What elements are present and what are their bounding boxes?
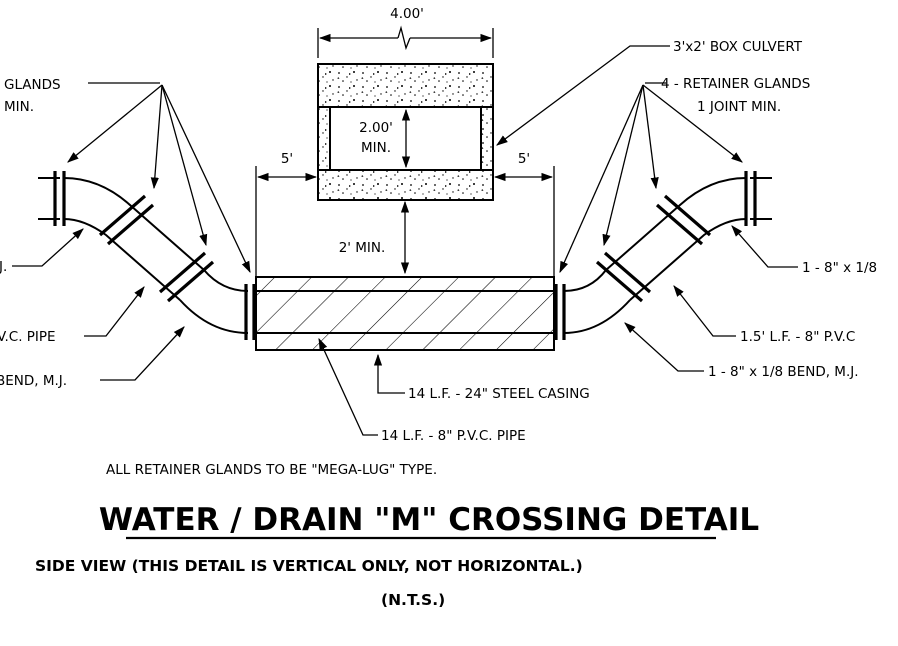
culvert-width-dimension [317, 25, 494, 58]
right-bend-lower-callout: 1 - 8" x 1/8 BEND, M.J. [708, 364, 859, 380]
retainer-note: ALL RETAINER GLANDS TO BE "MEGA-LUG" TYP… [106, 462, 437, 478]
pvc-pipe [38, 171, 772, 340]
right-clearance-dimension [493, 166, 555, 276]
scale-note: (N.T.S.) [381, 591, 445, 609]
pvc-pipe-callout: 14 L.F. - 8" P.V.C. PIPE [381, 428, 526, 444]
glands-callout-left-1: GLANDS [4, 77, 61, 93]
steel-casing-callout: 14 L.F. - 24" STEEL CASING [408, 386, 590, 402]
right-pvc-callout: 1.5' L.F. - 8" P.V.C [740, 329, 855, 345]
box-culvert-callout: 3'x2' BOX CULVERT [673, 39, 803, 55]
left-clearance-dimension [255, 166, 318, 276]
culvert-height-label: 2.00' [359, 120, 393, 136]
steel-casing [255, 276, 555, 351]
retainer-glands-callout-1: 4 - RETAINER GLANDS [661, 76, 810, 92]
left-bend-mj-callout: J. [0, 259, 7, 275]
culvert-height-note: MIN. [361, 140, 391, 156]
right-bend-upper-callout: 1 - 8" x 1/8 [802, 260, 877, 276]
retainer-glands-callout-2: 1 JOINT MIN. [697, 99, 781, 115]
culvert-width-label: 4.00' [390, 6, 424, 22]
glands-callout-left-2: MIN. [4, 99, 34, 115]
detail-subtitle: SIDE VIEW (THIS DETAIL IS VERTICAL ONLY,… [35, 557, 583, 575]
left-bend-lower-callout: BEND, M.J. [0, 373, 67, 389]
left-clearance-label: 5' [281, 151, 293, 167]
left-pvc-pipe-callout: V.C. PIPE [0, 329, 56, 345]
leader-lines [12, 45, 798, 436]
detail-title: WATER / DRAIN "M" CROSSING DETAIL [99, 502, 759, 538]
vertical-clearance-label: 2' MIN. [339, 240, 386, 256]
box-culvert [317, 63, 494, 201]
right-clearance-label: 5' [518, 151, 530, 167]
